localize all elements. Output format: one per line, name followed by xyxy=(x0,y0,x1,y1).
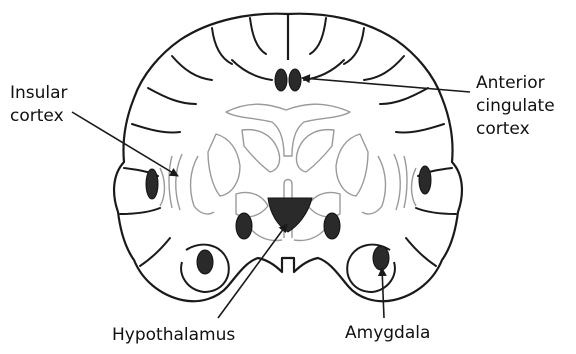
anterior-cingulate-pointer xyxy=(302,78,470,92)
anterior-cingulate-label-line2: cingulate xyxy=(476,95,555,118)
hypothalamus-region xyxy=(268,198,312,232)
amygdala-label-text: Amygdala xyxy=(345,323,430,343)
anterior-cingulate-label-line3: cortex xyxy=(476,118,555,141)
hypothalamus-label: Hypothalamus xyxy=(112,324,235,347)
amygdala-right-region xyxy=(373,246,389,270)
insular-cortex-left-region xyxy=(146,169,158,199)
highlighted-regions xyxy=(146,69,431,274)
insular-cortex-label-line2: cortex xyxy=(10,105,68,128)
anterior-cingulate-cortex-label: Anterior cingulate cortex xyxy=(476,72,555,141)
insular-cortex-pointer xyxy=(72,112,178,176)
amygdala-pointer xyxy=(382,268,384,318)
insular-cortex-right-region xyxy=(419,166,431,194)
amygdala-left-region xyxy=(197,250,213,274)
right-medial-region xyxy=(324,213,340,239)
amygdala-label: Amygdala xyxy=(345,322,430,345)
left-medial-region xyxy=(236,213,252,239)
brain-outline xyxy=(114,14,462,302)
temporal-lobes xyxy=(181,245,395,292)
insular-cortex-label: Insular cortex xyxy=(10,82,68,128)
anterior-cingulate-label-line1: Anterior xyxy=(476,72,555,95)
anterior-cingulate-right-region xyxy=(289,69,301,91)
hypothalamus-label-text: Hypothalamus xyxy=(112,325,235,345)
anterior-cingulate-left-region xyxy=(275,69,287,91)
insular-cortex-label-line1: Insular xyxy=(10,82,68,105)
